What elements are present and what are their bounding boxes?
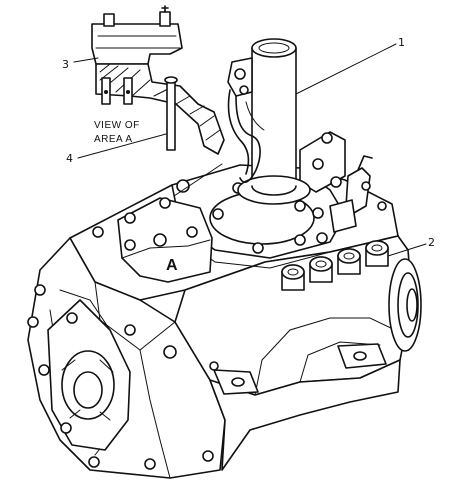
fitting-stem (357, 155, 373, 171)
callout-2: 2 (428, 236, 435, 249)
coupling-flange (388, 258, 422, 352)
inset-pin-head (164, 76, 178, 84)
bolt (163, 345, 177, 359)
inset-view-area-a: VIEW OF AREA A (91, 5, 225, 155)
housing-edge-1 (94, 281, 176, 351)
bolt (60, 422, 72, 434)
area-a-boss: A (92, 197, 213, 283)
bolt (124, 212, 136, 224)
bolt (124, 324, 136, 336)
shutoff-solenoid (227, 38, 311, 205)
leader-1 (295, 43, 397, 95)
bolt (294, 200, 306, 212)
drive-coupling (388, 258, 422, 352)
housing-edge-6 (299, 341, 381, 383)
bolt (252, 242, 264, 254)
callout-1: 1 (398, 36, 405, 49)
gear-cover (47, 299, 131, 451)
delivery-valve-1 (281, 264, 305, 291)
area-a-marker: A (166, 257, 178, 274)
solenoid-tube-body (251, 47, 297, 196)
coupling-flange-inner (397, 272, 419, 338)
housing-bolts (27, 284, 238, 470)
bolt (234, 68, 246, 80)
bolt (239, 85, 249, 95)
fitting-lower (329, 199, 357, 233)
leader-area-a (173, 163, 223, 197)
bolt (38, 364, 50, 376)
bolt (124, 239, 136, 251)
bolt (202, 450, 214, 462)
leader-4 (77, 133, 167, 159)
housing-edge-4 (139, 349, 171, 479)
bolt (88, 456, 100, 468)
bolt (186, 226, 198, 238)
shutoff-fitting (329, 155, 387, 233)
bolt (159, 197, 171, 209)
housing-lower (209, 359, 401, 471)
bolt (312, 158, 324, 170)
bolt (321, 132, 333, 144)
inset-terminal-ridges (95, 35, 181, 49)
bolt (209, 361, 219, 371)
gear-cover-hub-inner (73, 371, 103, 409)
delivery-valve-4 (365, 240, 389, 267)
solenoid-base-flange (237, 175, 311, 205)
wire-harness (227, 89, 265, 183)
bolt (294, 234, 306, 246)
bolt (66, 312, 78, 324)
leader-3 (73, 57, 99, 63)
inset-post-2 (159, 11, 171, 27)
solenoid-tube-front (251, 185, 297, 196)
inset-terminal-dot (104, 90, 108, 94)
inset-pin (166, 79, 176, 151)
bolt (27, 316, 39, 328)
mounting-feet (213, 343, 387, 395)
bolt (92, 226, 104, 238)
inset-post-1 (103, 13, 115, 27)
bolt (361, 181, 371, 191)
inset-terminal-block (91, 23, 183, 65)
delivery-valves (281, 240, 389, 291)
solenoid-tube-top (251, 38, 297, 58)
solenoid-tube-bore (258, 42, 290, 54)
mount-foot-front-hole (231, 377, 245, 387)
callouts: 1 2 3 4 (62, 36, 435, 257)
callout-3: 3 (62, 58, 69, 71)
bolt (377, 201, 387, 211)
bolt (34, 284, 46, 296)
gear-cover-plate (47, 299, 131, 451)
bolt (153, 233, 167, 247)
delivery-valve-2 (309, 256, 333, 283)
gear-cover-rib (61, 359, 114, 421)
leader-2 (387, 243, 427, 257)
inset-caption-line2: AREA A (94, 134, 133, 145)
inset-caption-line1: VIEW OF (94, 120, 140, 131)
wire-3 (245, 101, 265, 131)
gear-cover-hub (61, 350, 115, 420)
wire-1 (235, 95, 261, 183)
callout-4: 4 (66, 152, 73, 165)
bolt (144, 458, 156, 470)
fuel-ratio-block (299, 131, 346, 193)
inset-terminal-dot (126, 90, 130, 94)
wire-2 (227, 89, 250, 175)
bolt (316, 232, 328, 244)
bolt (312, 207, 324, 219)
housing-edge-5 (254, 317, 396, 396)
area-a-boss-edge (121, 239, 211, 259)
coupling-hub (406, 288, 418, 322)
delivery-valve-3 (337, 248, 361, 275)
mount-foot-rear-hole (353, 351, 367, 361)
mount-foot-rear (337, 343, 387, 369)
bolt (330, 176, 342, 188)
bolt (212, 208, 224, 220)
mount-foot-front (213, 369, 259, 395)
inset-post-screw (161, 5, 169, 13)
